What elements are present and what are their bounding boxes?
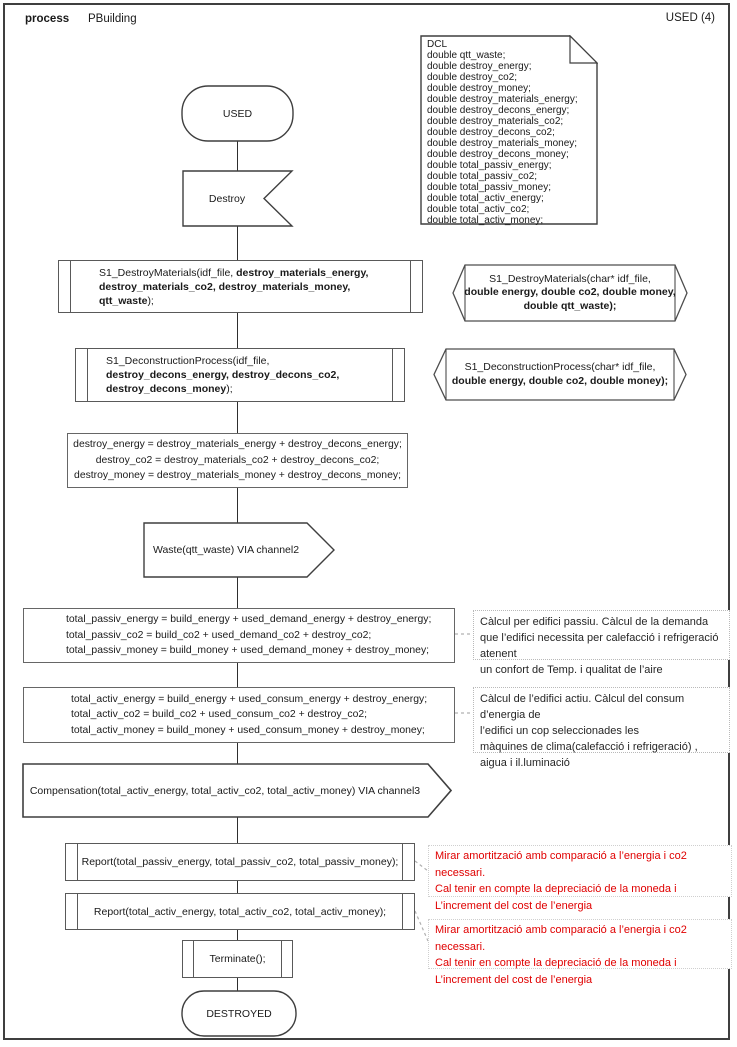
decl-deconstruction-label: S1_DeconstructionProcess(char* idf_file,… (451, 361, 669, 387)
call-report-passiv: Report(total_passiv_energy, total_passiv… (65, 843, 415, 881)
folded-corner-icon (569, 35, 598, 64)
call-side-bar (392, 349, 393, 401)
process-name: PBuilding (88, 13, 137, 25)
call-side-bar (70, 261, 71, 312)
state-used: USED (181, 85, 294, 142)
output-compensation-label: Compensation(total_activ_energy, total_a… (29, 784, 421, 797)
input-destroy: Destroy (182, 170, 294, 227)
call-side-bar (77, 844, 78, 880)
task-total-passiv: total_passiv_energy = build_energy + use… (23, 608, 455, 663)
call-side-bar (77, 894, 78, 929)
comment-amortization-activ: Mirar amortització amb comparació a l’en… (428, 919, 732, 986)
call-destroy-materials-label: S1_DestroyMaterials(idf_file, destroy_ma… (99, 266, 369, 307)
call-report-activ-label: Report(total_activ_energy, total_activ_c… (93, 905, 387, 918)
task-total-activ: total_activ_energy = build_energy + used… (23, 687, 455, 743)
output-waste: Waste(qtt_waste) VIA channel2 (143, 522, 335, 578)
call-side-bar (281, 941, 282, 977)
usage-badge: USED (4) (665, 12, 715, 24)
call-destroy-materials: S1_DestroyMaterials(idf_file, destroy_ma… (58, 260, 423, 313)
decl-deconstruction-process: S1_DeconstructionProcess(char* idf_file,… (433, 348, 687, 401)
call-deconstruction-process: S1_DeconstructionProcess(idf_file, destr… (75, 348, 405, 402)
call-terminate: Terminate(); (182, 940, 293, 978)
dcl-declarations-note: DCL double qtt_waste; double destroy_ene… (420, 35, 598, 226)
process-kind-label: process (25, 13, 70, 25)
process-frame (3, 3, 730, 1040)
task-destroy-totals: destroy_energy = destroy_materials_energ… (67, 433, 408, 488)
call-side-bar (402, 844, 403, 880)
comment-passiv-calculation: Càlcul per edifici passiu. Càlcul de la … (473, 610, 730, 676)
output-waste-label: Waste(qtt_waste) VIA channel2 (152, 544, 300, 556)
call-side-bar (402, 894, 403, 929)
call-report-activ: Report(total_activ_energy, total_activ_c… (65, 893, 415, 930)
decl-destroy-materials: S1_DestroyMaterials(char* idf_file, doub… (452, 264, 688, 322)
dcl-text: DCL double qtt_waste; double destroy_ene… (427, 39, 578, 226)
call-report-passiv-label: Report(total_passiv_energy, total_passiv… (81, 856, 399, 868)
output-compensation: Compensation(total_activ_energy, total_a… (22, 763, 452, 818)
decl-destroy-materials-label: S1_DestroyMaterials(char* idf_file, doub… (464, 272, 676, 312)
comment-activ-calculation: Càlcul de l’edifici actiu. Càlcul del co… (473, 687, 730, 769)
state-used-label: USED (222, 107, 253, 120)
call-side-bar (410, 261, 411, 312)
call-side-bar (87, 349, 88, 401)
input-destroy-label: Destroy (208, 192, 246, 205)
call-terminate-label: Terminate(); (209, 953, 266, 965)
comment-amortization-passiv: Mirar amortització amb comparació a l’en… (428, 845, 732, 912)
state-destroyed-label: DESTROYED (206, 1007, 272, 1020)
state-destroyed: DESTROYED (181, 990, 297, 1037)
call-deconstruction-label: S1_DeconstructionProcess(idf_file, destr… (106, 355, 340, 395)
call-side-bar (193, 941, 194, 977)
